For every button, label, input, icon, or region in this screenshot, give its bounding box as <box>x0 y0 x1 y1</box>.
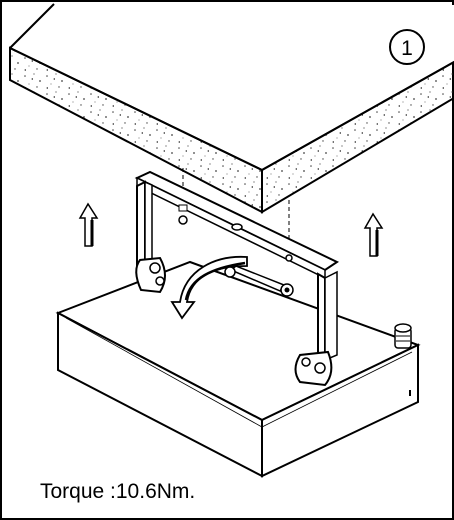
rotation-arrow-icon <box>170 256 248 320</box>
wrench-icon <box>224 265 294 297</box>
step-number: 1 <box>401 37 413 60</box>
step-number-badge: 1 <box>389 29 425 65</box>
cable-gland-icon <box>394 323 412 349</box>
mounting-bracket <box>134 170 340 387</box>
ceiling-slab <box>9 3 454 214</box>
speaker-enclosure <box>55 260 421 478</box>
torque-caption: Torque :10.6Nm. <box>40 480 196 503</box>
up-arrow-icon <box>78 202 99 247</box>
up-arrow-icon <box>363 212 384 257</box>
